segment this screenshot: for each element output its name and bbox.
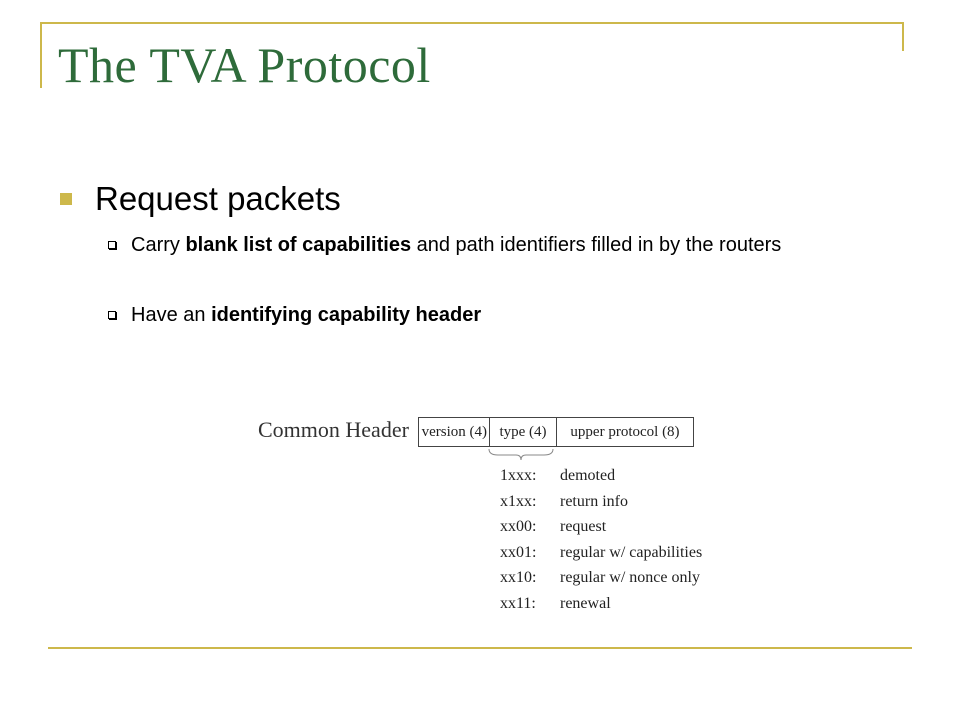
header-diagram: Common Header version (4) type (4) upper… <box>250 405 710 625</box>
type-row: xx01: regular w/ capabilities <box>500 544 702 570</box>
hollow-square-bullet-icon <box>108 311 116 319</box>
type-code: xx00: <box>500 518 537 535</box>
type-desc: request <box>560 518 607 535</box>
text-normal: and path identifiers filled in by the ro… <box>411 234 782 256</box>
sub-bullet-have: Have an identifying capability header <box>108 302 868 329</box>
slide-title: The TVA Protocol <box>58 37 431 93</box>
type-row: 1xxx: demoted <box>500 467 702 493</box>
type-code: xx10: <box>500 569 537 586</box>
type-desc: demoted <box>560 467 616 484</box>
sub-bullet-carry: Carry blank list of capabilities and pat… <box>108 232 868 259</box>
type-row: x1xx: return info <box>500 493 702 519</box>
bottom-rule <box>48 647 912 649</box>
type-desc: regular w/ capabilities <box>560 543 703 561</box>
field-version: version (4) <box>419 418 490 446</box>
type-code: xx11: <box>500 594 536 612</box>
text-bold: blank list of capabilities <box>185 234 412 256</box>
text-normal: Carry <box>131 234 186 256</box>
bullet-request-packets: Request packets <box>60 180 341 218</box>
right-rule <box>902 22 904 51</box>
header-fields: version (4) type (4) upper protocol (8) <box>418 417 694 447</box>
type-code: 1xxx: <box>500 467 537 484</box>
type-desc: renewal <box>560 594 611 612</box>
type-row: xx10: regular w/ nonce only <box>500 569 702 595</box>
type-desc: regular w/ nonce only <box>560 569 700 586</box>
left-rule <box>40 22 42 88</box>
type-row: xx00: request <box>500 518 702 544</box>
bullet-text: Request packets <box>95 180 341 217</box>
field-type: type (4) <box>490 418 557 446</box>
type-codes-list: 1xxx: demoted x1xx: return info xx00: reque… <box>500 467 702 620</box>
sub-bullet-text: Carry blank list of capabilities and pat… <box>131 232 781 259</box>
diagram-label: Common Header <box>258 417 409 442</box>
field-upper-protocol: upper protocol (8) <box>570 423 680 440</box>
brace-icon <box>488 449 554 461</box>
hollow-square-bullet-icon <box>108 241 116 249</box>
text-bold: identifying capability header <box>211 304 482 326</box>
type-code: xx01: <box>500 543 537 561</box>
type-code: x1xx: <box>500 492 537 510</box>
text-normal: Have an <box>131 304 212 326</box>
square-bullet-icon <box>60 193 72 205</box>
type-row: xx11: renewal <box>500 595 702 621</box>
type-desc: return info <box>560 492 628 510</box>
top-rule <box>40 22 904 24</box>
sub-bullet-text: Have an identifying capability header <box>131 302 481 329</box>
